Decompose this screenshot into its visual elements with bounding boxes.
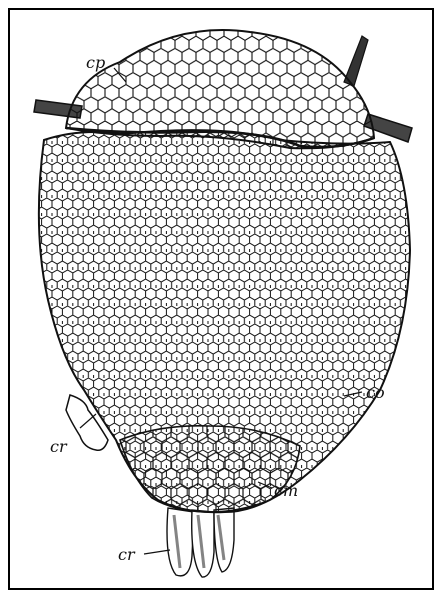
bottom-processes	[167, 508, 234, 577]
leader-cr-bottom	[144, 550, 170, 554]
label-cr-left: cr	[50, 437, 68, 456]
label-cr-bottom: cr	[118, 545, 136, 564]
label-cp: cp	[86, 53, 105, 72]
label-co: co	[366, 383, 385, 402]
label-cm: cm	[274, 481, 298, 500]
